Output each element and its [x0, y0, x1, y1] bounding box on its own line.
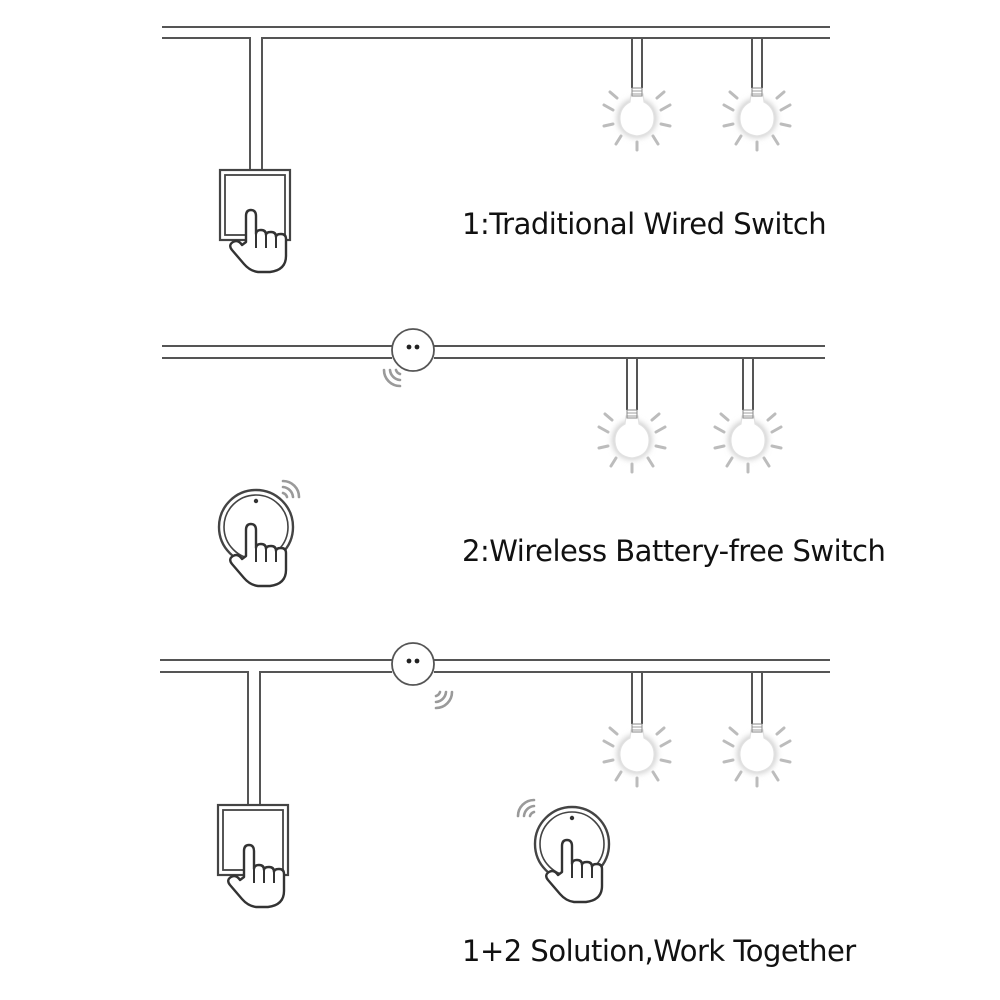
signal-waves-icon [382, 368, 402, 388]
wireless-receiver-icon [391, 642, 435, 686]
wireless-receiver-icon [391, 328, 435, 372]
light-bulb-icon [724, 724, 790, 786]
light-bulb-icon [724, 88, 790, 150]
main-wire [162, 345, 825, 410]
panel-1-wired [162, 26, 830, 274]
bulb-drops [631, 38, 763, 88]
signal-waves-icon [281, 479, 301, 499]
light-bulb-icon [604, 724, 670, 786]
panel-3-caption: 1+2 Solution,Work Together [462, 934, 856, 968]
panel-3-combined [160, 642, 830, 909]
light-bulb-icon [604, 88, 670, 150]
panel-2-wireless [162, 328, 825, 588]
signal-waves-icon [434, 690, 454, 710]
signal-waves-icon [516, 798, 536, 818]
main-wire [160, 659, 830, 805]
panel-1-caption: 1:Traditional Wired Switch [462, 207, 827, 241]
light-bulb-icon [599, 410, 665, 472]
panel-2-caption: 2:Wireless Battery-free Switch [462, 534, 886, 568]
main-wire [162, 26, 830, 170]
light-bulb-icon [715, 410, 781, 472]
